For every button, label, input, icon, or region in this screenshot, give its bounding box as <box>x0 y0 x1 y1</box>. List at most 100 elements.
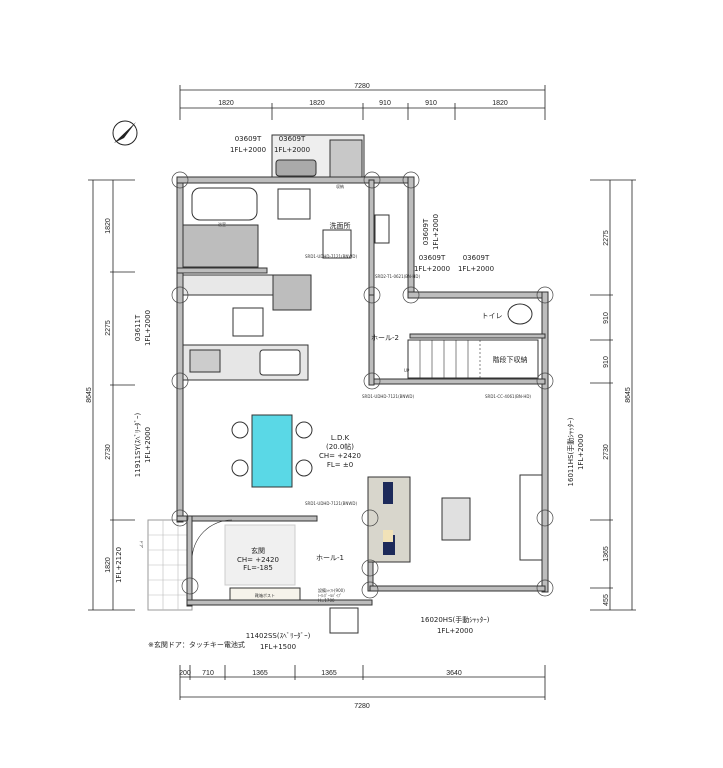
dim-seg: 1820 <box>218 100 234 107</box>
dim-seg: 1365 <box>321 670 337 677</box>
walls <box>176 176 549 607</box>
north-arrow-icon <box>112 120 138 146</box>
dim-total-bottom: 7280 <box>354 703 370 710</box>
room-ldk-area: (20.0帖) <box>326 442 354 451</box>
window-height: 1FL+2000 <box>414 265 450 273</box>
window-height: 1FL+2000 <box>432 214 440 250</box>
bathroom-floor <box>182 224 259 268</box>
dim-seg: 910 <box>425 100 437 107</box>
door-code: SRD2-T1-0621(BN-HD) <box>375 274 420 279</box>
window-code: 16020HS(手動ｼｬｯﾀｰ) <box>421 615 490 624</box>
entrance-door-label: ドア <box>139 540 144 548</box>
kitchen-cabinet <box>182 274 274 296</box>
shoe-storage-label: 靴箱ボスト <box>255 592 275 598</box>
room-ldk-ch: CH= +2420 <box>319 452 361 460</box>
refrigerator <box>272 274 312 311</box>
dining-chairs <box>231 421 313 477</box>
window-code: 03609T <box>235 135 262 143</box>
dim-seg: 1820 <box>105 218 112 234</box>
window-height: 1FL+2000 <box>274 146 310 154</box>
towel-shelf <box>374 214 390 244</box>
dim-seg: 910 <box>603 312 610 324</box>
dim-seg: 1365 <box>603 546 610 562</box>
dining-table <box>251 414 293 488</box>
dim-seg: 2275 <box>603 230 610 246</box>
room-toilet: トイレ <box>482 312 503 320</box>
door-code: SRD1-UDHD-7121(BNWD) <box>305 254 357 259</box>
dim-seg: 1820 <box>492 100 508 107</box>
pipe-note: H=1700 <box>318 598 335 603</box>
room-hall2: ホール-2 <box>371 334 399 342</box>
dim-seg: 2275 <box>105 320 112 336</box>
dim-seg: 3640 <box>446 670 462 677</box>
toilet <box>507 303 533 325</box>
entrance-porch <box>147 519 193 611</box>
dimension-left: 8645 1820 2275 2730 1820 <box>86 179 135 611</box>
window-code: 03609T <box>279 135 306 143</box>
window-height: 1FL+2000 <box>230 146 266 154</box>
storage-label: 収納 <box>336 183 344 189</box>
staircase <box>407 339 539 379</box>
door-code: SRD1-UDHD-7121(BNWD) <box>305 501 357 506</box>
living-table <box>441 497 471 541</box>
room-ldk-fl: FL= ±0 <box>327 461 353 469</box>
window-code: 03609T <box>463 254 490 262</box>
washing-machine <box>322 229 352 259</box>
kitchen-sink <box>259 349 301 376</box>
window-code: 03611T <box>134 314 142 341</box>
entrance-floor <box>224 524 296 586</box>
dim-seg: 2730 <box>603 444 610 460</box>
pipe-note: ﾄｲﾚﾎﾞｰﾙﾊﾟｲﾌﾟ <box>318 592 342 598</box>
room-entrance-fl: FL=-185 <box>243 564 273 572</box>
kitchen-island <box>232 307 264 337</box>
room-bath: 浴室 <box>218 221 226 227</box>
dimension-right: 2275 910 910 2730 1365 455 8645 <box>590 179 636 611</box>
meter-box <box>329 607 359 634</box>
window-code: 11402SS(ｽﾍﾞﾘｰﾀﾞｰ) <box>246 632 311 640</box>
window-height: 1FL+2000 <box>437 627 473 635</box>
stairs-up-label: UP <box>404 368 410 373</box>
dim-seg: 455 <box>603 594 610 606</box>
dim-total-right: 8645 <box>625 387 632 403</box>
washbasin <box>277 188 311 220</box>
door-code: SRD1-CC-4061(BN-HD) <box>485 394 531 399</box>
room-entrance-name: 玄関 <box>251 546 265 555</box>
dim-seg: 910 <box>603 356 610 368</box>
window-height: 1FL+2000 <box>144 310 152 346</box>
room-ldk-name: L.D.K <box>331 434 350 442</box>
dim-seg: 1365 <box>252 670 268 677</box>
window-code: 03609T <box>419 254 446 262</box>
dim-seg: 710 <box>202 670 214 677</box>
window-code: 03609T <box>422 218 430 245</box>
sofa <box>367 476 411 563</box>
dim-seg: 2730 <box>105 444 112 460</box>
window-height: 1FL+1500 <box>260 643 296 651</box>
dimension-bottom: 200 710 1365 1365 3640 7280 <box>179 665 546 710</box>
dim-seg: 200 <box>179 670 191 677</box>
dim-seg: 1820 <box>105 557 112 573</box>
room-washroom: 洗面所 <box>330 221 351 230</box>
window-code: 11911SY(ｽﾍﾞﾘｰﾀﾞｰ) <box>134 413 142 478</box>
window-height: 1FL+2000 <box>144 427 152 463</box>
structural-columns <box>171 171 554 599</box>
door-code: SRD1-UDHD-7121(BNWD) <box>362 394 414 399</box>
window-height: 1FL+2000 <box>458 265 494 273</box>
entrance-door-swing <box>191 519 233 561</box>
entrance-door-note: ※玄関ドア：タッチキー電池式 <box>148 640 245 649</box>
dim-total-top: 7280 <box>354 83 370 90</box>
dim-total-left: 8645 <box>86 387 93 403</box>
dim-seg: 1820 <box>309 100 325 107</box>
pipe-note: 設備ｼｬﾌﾄ(900) <box>318 587 345 593</box>
water-heater <box>329 139 363 179</box>
window-code: 16011HS(手動ｼｬｯﾀｰ) <box>566 417 575 486</box>
room-hall1: ホール-1 <box>316 554 344 562</box>
dimension-top: 7280 1820 1820 910 910 1820 <box>179 83 546 120</box>
window-height: 1FL+2000 <box>577 434 585 470</box>
tv-board <box>519 474 543 561</box>
entrance-door-height: 1FL+2120 <box>115 547 123 583</box>
shoe-storage <box>229 587 301 601</box>
room-entrance-ch: CH= +2420 <box>237 556 279 564</box>
outdoor-unit <box>275 159 317 177</box>
bathtub <box>191 187 258 221</box>
room-under-stairs: 階段下収納 <box>493 355 528 364</box>
